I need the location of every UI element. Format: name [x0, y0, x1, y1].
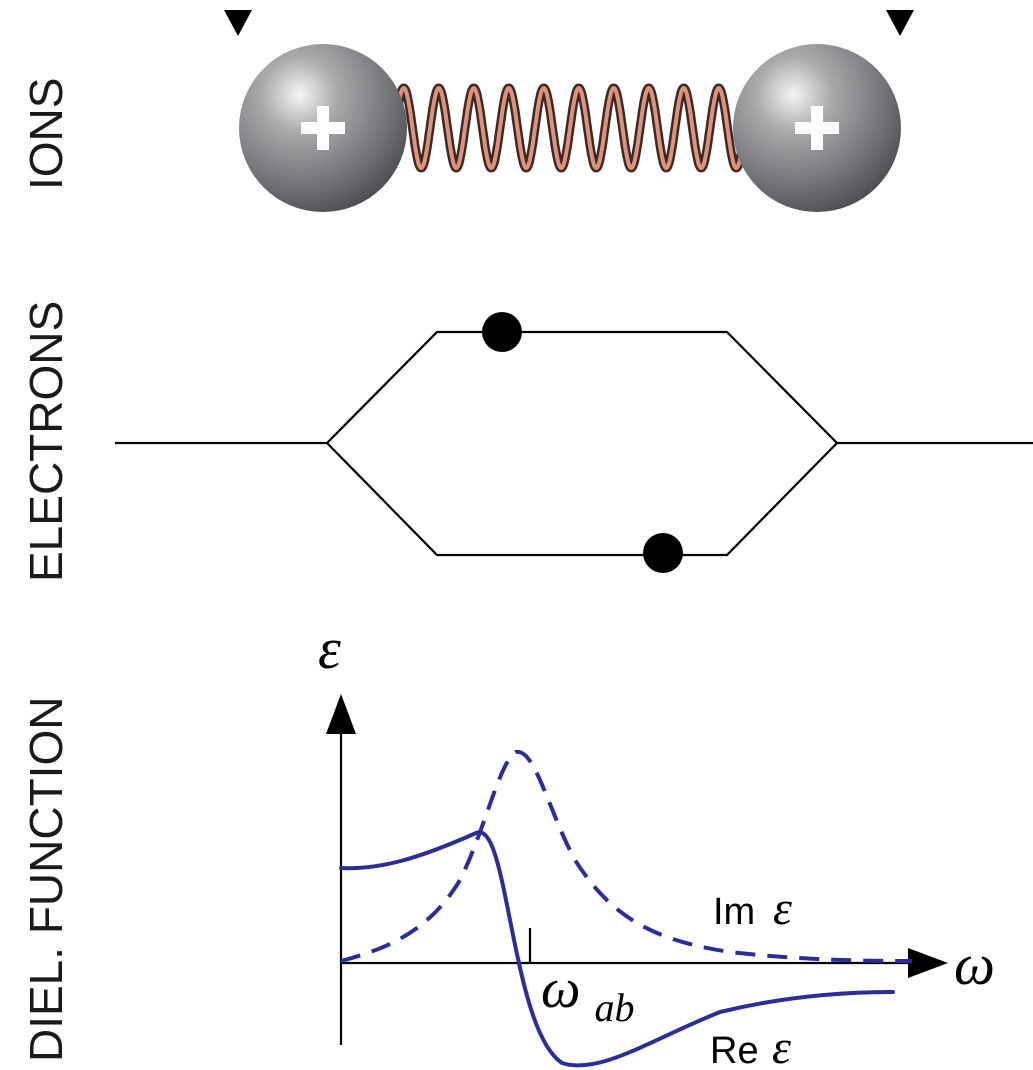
im-epsilon-curve	[340, 749, 913, 963]
electron-lower	[643, 533, 683, 573]
re-label-symbol: ε	[772, 1021, 791, 1070]
marker-triangle-left	[224, 10, 252, 36]
re-epsilon-label: Re ε	[710, 1021, 791, 1070]
re-epsilon-curve	[339, 830, 895, 1068]
resonance-label-sub: ab	[595, 985, 635, 1030]
electron-path-diagram	[115, 330, 1033, 557]
y-axis-arrow	[326, 694, 356, 734]
electron-upper	[482, 312, 522, 352]
row-label-electrons: ELECTRONS	[20, 301, 72, 582]
y-axis-label: ε	[318, 616, 341, 681]
spring	[393, 86, 747, 170]
im-label-prefix: Im	[713, 891, 755, 933]
re-label-prefix: Re	[710, 1030, 759, 1070]
x-axis-arrow	[908, 948, 948, 978]
plus-icon-bar	[795, 122, 839, 134]
im-epsilon-label: Im ε	[713, 882, 792, 935]
row-label-diel-function: DIEL. FUNCTION	[20, 697, 72, 1062]
resonance-label-main: ω	[541, 958, 581, 1020]
resonance-label: ω ab	[541, 958, 635, 1030]
x-axis-label: ω	[954, 932, 995, 997]
plus-icon-bar	[301, 122, 345, 134]
ion-right	[733, 44, 901, 212]
ion-left	[239, 44, 407, 212]
row-label-ions: IONS	[20, 78, 72, 190]
marker-triangle-right	[886, 10, 914, 36]
im-label-symbol: ε	[773, 882, 792, 935]
